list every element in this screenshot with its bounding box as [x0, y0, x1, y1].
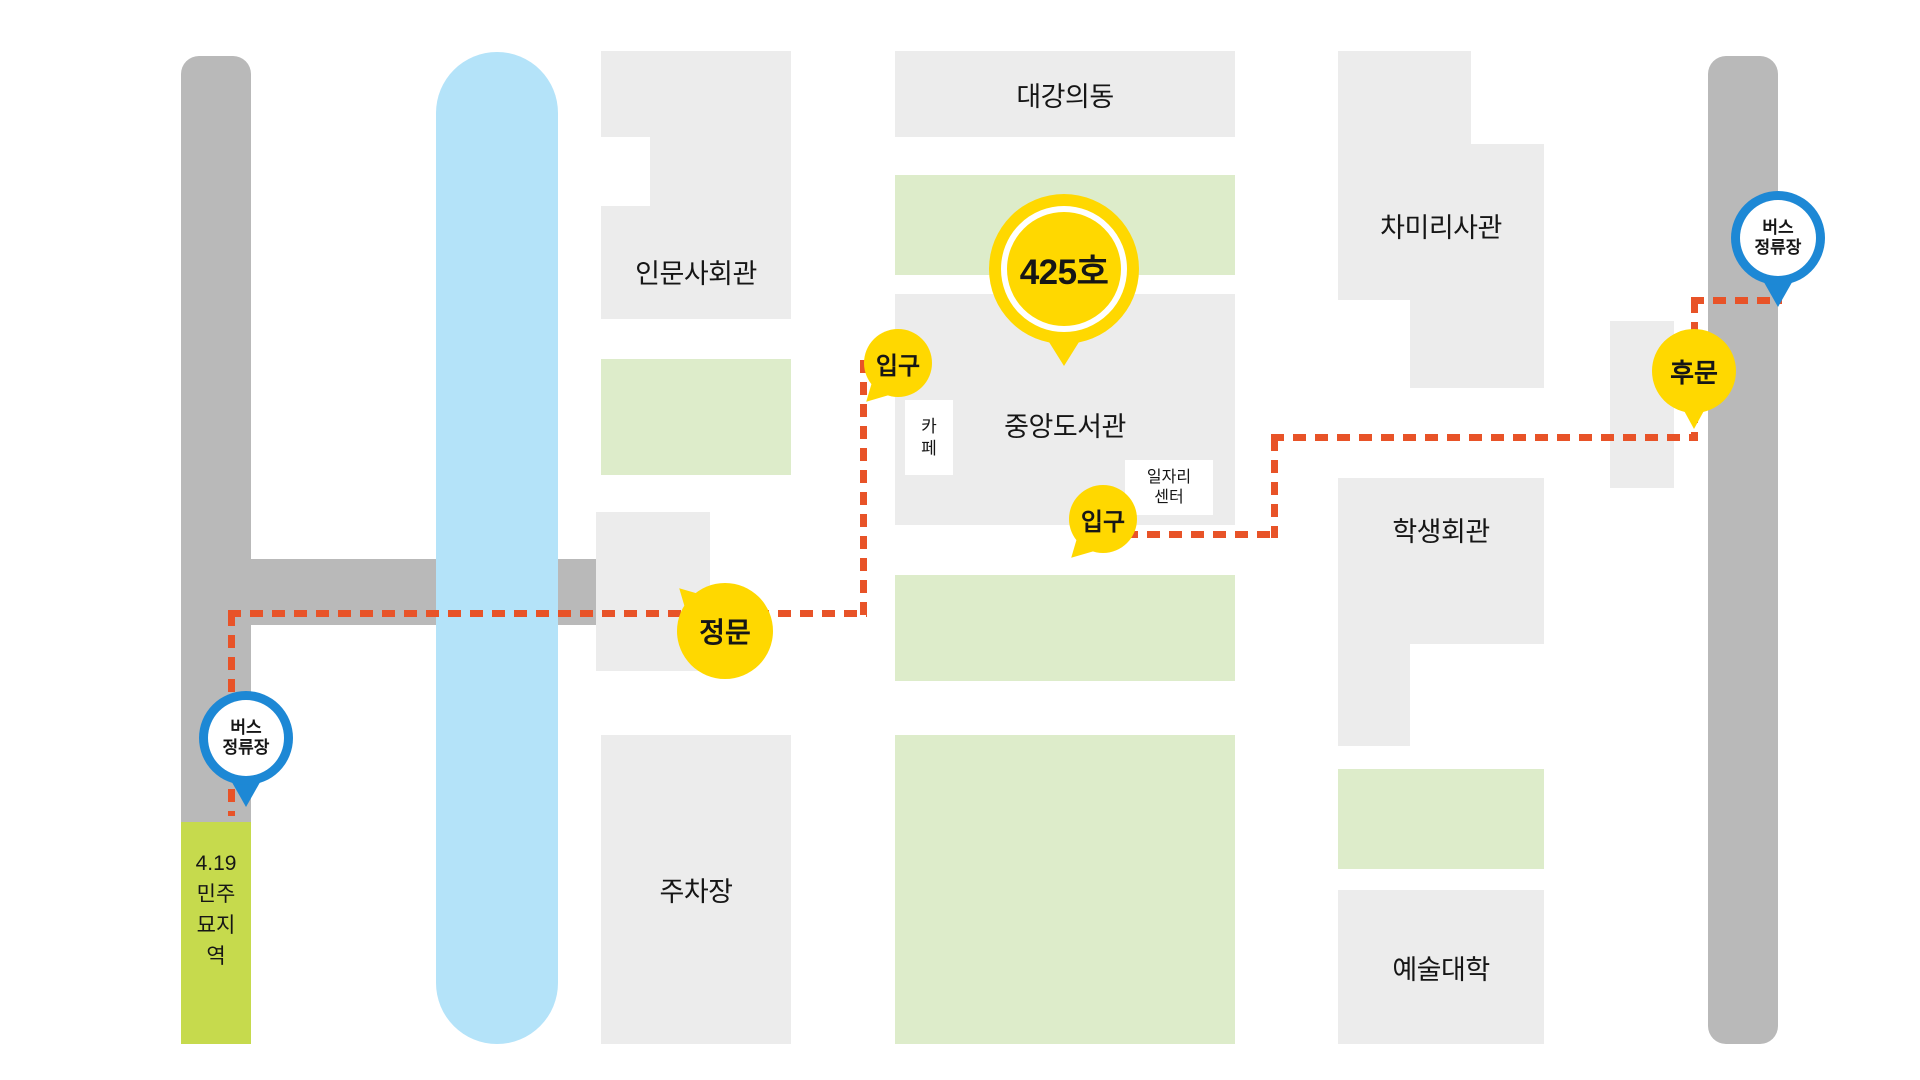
main-gate-marker: 정문	[670, 579, 773, 679]
label-chamirisa: 차미리사관	[1380, 213, 1502, 243]
cafe-box: 카 페	[905, 400, 953, 475]
entrance-upper-marker: 입구	[857, 329, 932, 411]
building-humanities-bottom	[601, 206, 791, 319]
label-humanities: 인문사회관	[635, 259, 757, 289]
entrance-lower-marker-tail	[1062, 533, 1096, 567]
building-parking: 주차장	[601, 735, 791, 1044]
bus-stop-pin-left: 버스 정류장	[199, 691, 293, 811]
bus-stop-pin-left-icon: 버스 정류장	[199, 691, 293, 785]
label-student-union: 학생회관	[1392, 517, 1490, 547]
route-segment-to-bus	[1691, 297, 1782, 304]
room-425-marker-label: 425호	[1019, 252, 1109, 292]
green-area-4	[895, 735, 1235, 1044]
building-chamirisa-bottom	[1410, 300, 1544, 388]
building-chamirisa-top	[1338, 51, 1471, 144]
bus-stop-pin-right: 버스 정류장	[1731, 191, 1825, 311]
route-segment-from-entrance	[1103, 531, 1278, 538]
bus-stop-pin-right-icon: 버스 정류장	[1731, 191, 1825, 285]
job-center-box: 일자리 센터	[1125, 460, 1213, 515]
label-library: 중앙도서관	[1004, 412, 1126, 442]
green-area-1	[601, 359, 791, 475]
bus-stop-pin-left-label: 버스 정류장	[222, 718, 270, 757]
green-area-5	[1338, 769, 1544, 869]
route-segment-to-entrance	[860, 360, 867, 617]
station-419-block: 4.19 민주 묘지 역	[181, 822, 251, 1044]
building-student-union-main	[1338, 478, 1544, 644]
building-art-college: 예술대학	[1338, 890, 1544, 1044]
room-425-marker-disc: 425호	[989, 194, 1139, 344]
label-art-college: 예술대학	[1392, 954, 1490, 985]
label-lecture-hall: 대강의동	[1016, 81, 1114, 112]
building-student-union-wing	[1338, 644, 1410, 746]
route-segment-mid-horizontal	[1271, 434, 1698, 441]
building-lecture-hall: 대강의동	[895, 51, 1235, 137]
label-parking: 주차장	[659, 877, 733, 907]
entrance-lower-marker: 입구	[1062, 485, 1137, 567]
building-chamirisa-mid	[1338, 144, 1544, 300]
green-area-3	[895, 575, 1235, 681]
building-humanities-mid	[650, 137, 791, 206]
route-segment-left-horizontal	[228, 610, 867, 617]
station-419-label: 4.19 민주 묘지 역	[195, 852, 237, 968]
route-segment-mid-vertical	[1271, 438, 1278, 538]
back-gate-marker: 후문	[1652, 329, 1736, 429]
stream	[436, 52, 558, 1044]
bus-stop-pin-right-label: 버스 정류장	[1754, 218, 1802, 257]
back-gate-marker-tail	[1682, 407, 1706, 429]
building-humanities-top	[601, 51, 791, 137]
room-425-marker: 425호	[989, 194, 1139, 370]
room-425-marker-ring	[1001, 206, 1127, 332]
